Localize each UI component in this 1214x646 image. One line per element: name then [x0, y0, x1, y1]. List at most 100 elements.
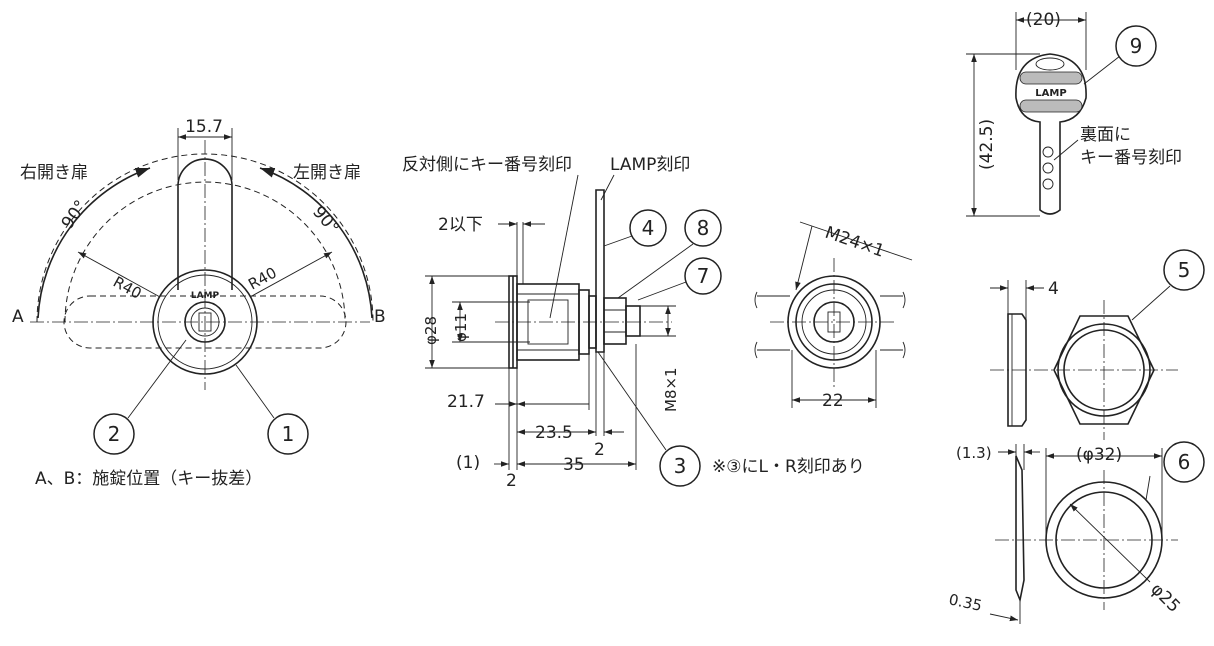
callout-circle-5	[1163, 249, 1205, 291]
hex-side	[1007, 313, 1027, 427]
dim-0-35-arrow	[989, 613, 1019, 622]
label-key-number-side: 反対側にキー番号刻印	[402, 155, 572, 175]
key-dimple-1	[1042, 146, 1054, 158]
hex-nut-side	[527, 299, 569, 345]
key-label-number: キー番号刻印	[1080, 148, 1182, 168]
callout-8: 8	[697, 216, 710, 240]
dim-21-7: 21.7	[447, 392, 485, 412]
point-a: A	[12, 307, 24, 327]
leader-5	[1131, 285, 1171, 321]
callout-3: 3	[674, 454, 687, 478]
dim-22: 22	[822, 391, 844, 411]
leader-6	[1145, 475, 1151, 501]
dim-2b: 2	[506, 471, 517, 491]
dim-1-3: (1.3)	[956, 444, 992, 462]
lock-face-inner	[157, 274, 253, 370]
panel-break	[754, 291, 906, 359]
screw-7	[625, 305, 641, 337]
dim-phi28: φ28	[422, 316, 440, 345]
leader-lamp	[600, 174, 615, 201]
callout-circle-6	[1163, 441, 1205, 483]
callout-circle-2	[93, 413, 135, 455]
callout-circle-8	[684, 209, 722, 247]
radius-left-line	[77, 251, 161, 298]
washer-side	[1015, 455, 1025, 603]
key-grip-top	[1019, 71, 1083, 85]
dim-phi25-line	[1069, 503, 1151, 583]
callout-2: 2	[108, 422, 121, 446]
keyway-slot	[198, 312, 212, 332]
cam-plate	[595, 189, 605, 353]
dim-15-7: 15.7	[185, 117, 223, 137]
dim-2a: 2	[594, 440, 605, 460]
label-left-door: 左開き扉	[293, 163, 361, 183]
nut-thread	[795, 283, 873, 361]
hex-ring-inner	[1063, 329, 1145, 411]
leader-2	[127, 339, 187, 419]
key-dimple-2	[1042, 162, 1054, 174]
nut-outer	[787, 275, 881, 369]
radius-left-label: R40	[110, 273, 145, 303]
callout-7: 7	[697, 264, 710, 288]
dim-4: 4	[1048, 279, 1059, 299]
front-view: LAMP R40 R40 15.7 右開き扉 左開き扉 90° 90° A B …	[12, 117, 386, 489]
hex-ring-outer	[1057, 323, 1151, 417]
key-view: LAMP (20) (42.5) 9 裏面に キー番号刻印	[966, 10, 1182, 217]
dim-0-35: 0.35	[947, 590, 983, 615]
angle-arrow-left	[37, 167, 151, 319]
callout-5: 5	[1178, 258, 1191, 282]
leader-3	[597, 351, 667, 451]
callout-circle-9	[1115, 25, 1157, 67]
nut-view: M24×1 22	[754, 221, 913, 411]
panel-lines	[757, 295, 903, 351]
dim-1: (1)	[456, 453, 480, 473]
cam-blade	[177, 158, 233, 290]
angle-left-label: 90°	[58, 197, 92, 233]
dim-35: 35	[563, 455, 585, 475]
cam-ghost-horizontal	[63, 295, 347, 349]
nut-face	[801, 289, 867, 355]
leader-1	[235, 364, 275, 419]
spacer-3	[588, 295, 597, 349]
plug-core	[190, 307, 220, 337]
angle-arrow-right	[259, 167, 373, 319]
callout-circle-4	[629, 209, 667, 247]
callout-9: 9	[1130, 34, 1143, 58]
front-note: A、B：施錠位置（キー抜差）	[35, 469, 262, 489]
leader-8	[617, 243, 694, 299]
dim-23-5: 23.5	[535, 423, 573, 443]
label-right-door: 右開き扉	[20, 163, 88, 183]
callout-1: 1	[282, 422, 295, 446]
dim-phi25: φ25	[1146, 579, 1183, 616]
callout-6: 6	[1178, 450, 1191, 474]
leader-key-number	[549, 174, 579, 319]
callout-4: 4	[642, 216, 655, 240]
key-dimple-3	[1042, 178, 1054, 190]
key-hole	[1035, 57, 1065, 71]
hex-view: 4 5	[990, 249, 1205, 440]
lock-face-outer	[152, 269, 258, 375]
m24-leader	[799, 221, 913, 261]
washer-inner	[1055, 491, 1153, 589]
dim-2-or-less: 2以下	[438, 215, 483, 235]
swing-arc-outer	[36, 153, 374, 323]
plug-ring	[184, 301, 226, 343]
side-note: ※③にL・R刻印あり	[712, 457, 865, 477]
leader-9	[1083, 55, 1121, 85]
dim-m8: M8×1	[662, 367, 680, 412]
callout-circle-7	[684, 257, 722, 295]
label-lamp: LAMP刻印	[610, 155, 690, 175]
hex-face	[1053, 315, 1155, 425]
leader-key-number-back	[1053, 139, 1079, 161]
dim-20: (20)	[1026, 10, 1061, 30]
dim-phi32: (φ32)	[1076, 445, 1122, 465]
dim-42-5: (42.5)	[977, 119, 997, 170]
leader-4	[603, 235, 633, 247]
nut-8	[603, 297, 627, 345]
dim-phi11: φ11	[452, 313, 470, 342]
key-logo: LAMP	[1035, 88, 1066, 99]
side-view: φ28 φ11 2以下 反対側にキー番号刻印 LAMP刻印 4 8 7 M8×1	[402, 155, 865, 491]
point-b: B	[374, 307, 386, 327]
washer-view: (1.3) (φ32) 6 φ25 0.35	[947, 441, 1205, 624]
